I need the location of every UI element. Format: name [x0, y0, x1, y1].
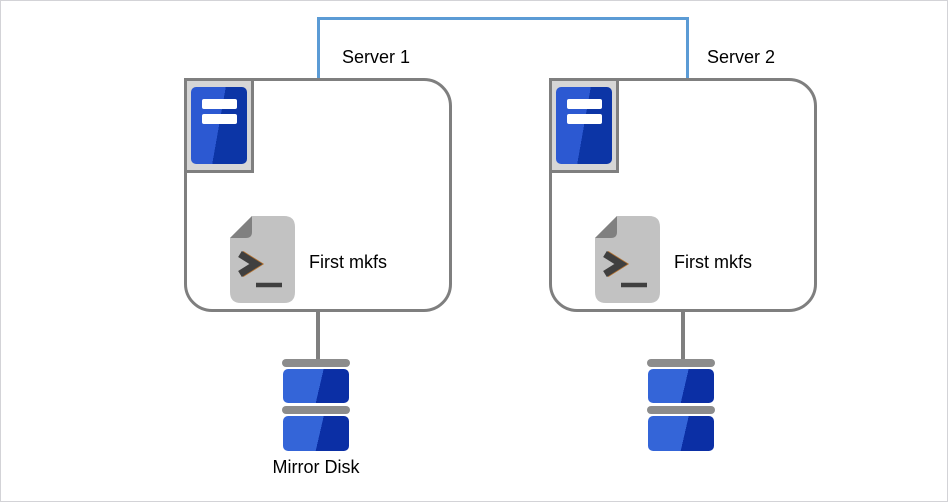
interconnect-line-horizontal — [317, 17, 689, 20]
disk-cap — [647, 359, 715, 367]
disk-cap — [647, 406, 715, 414]
disk-connector-line — [316, 311, 320, 360]
disk-platter — [648, 416, 714, 451]
server-icon-panel — [191, 87, 247, 164]
disk-cap — [282, 406, 350, 414]
server-1-label: Server 1 — [342, 47, 411, 67]
script-label: First mkfs — [674, 252, 752, 272]
disk-platter — [648, 369, 714, 403]
server-icon-slot — [202, 99, 237, 109]
server-icon-panel — [556, 87, 612, 164]
mirror-disk-icon — [282, 359, 350, 451]
server-icon-slot — [567, 114, 602, 124]
terminal-script-icon — [230, 216, 295, 303]
interconnect-line-right — [686, 17, 689, 79]
server-icon-slot — [567, 99, 602, 109]
server-2-label: Server 2 — [707, 47, 776, 67]
disk-platter — [283, 369, 349, 403]
server-1-group: Server 1 First mkfs Mirror Disk — [184, 47, 454, 501]
mirror-disk-label: Mirror Disk — [272, 457, 360, 477]
interconnect-line-left — [317, 17, 320, 79]
server-icon-slot — [202, 114, 237, 124]
disk-connector-line — [681, 311, 685, 360]
disk-cap — [282, 359, 350, 367]
terminal-script-icon — [595, 216, 660, 303]
script-label: First mkfs — [309, 252, 387, 272]
server-icon — [184, 78, 254, 173]
server-icon — [549, 78, 619, 173]
mirror-disk-icon — [647, 359, 715, 451]
server-2-group: Server 2 First mkfs — [549, 47, 819, 501]
disk-platter — [283, 416, 349, 451]
